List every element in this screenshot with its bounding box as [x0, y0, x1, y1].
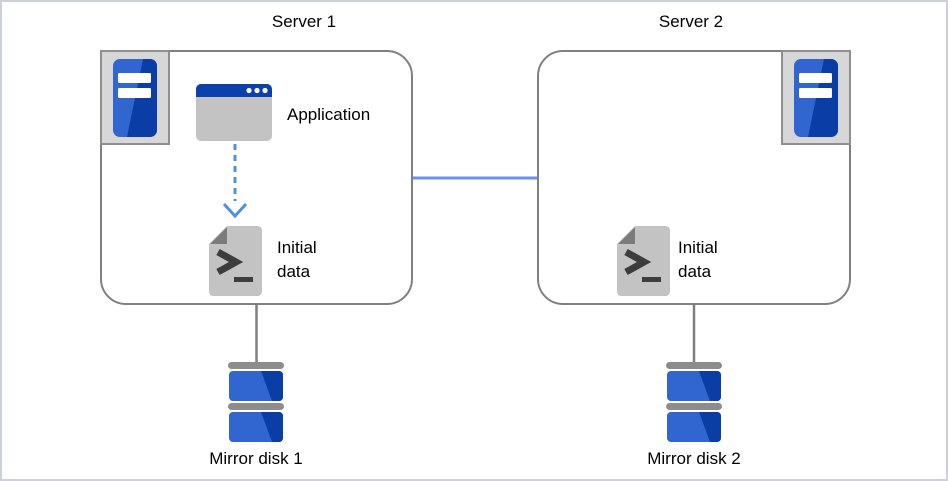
mirror-disk1-label: Mirror disk 1	[209, 449, 303, 468]
server1-icon-badge	[100, 50, 170, 145]
initial-data-icon-server1	[209, 226, 262, 296]
mirror-disk2-label: Mirror disk 2	[647, 449, 741, 468]
initial-data-icon-server2	[617, 226, 670, 296]
server2-icon-badge	[781, 50, 851, 145]
application-window-icon	[196, 84, 272, 141]
server-tower-icon	[113, 58, 157, 137]
initial-data-label-server2: Initial data	[678, 238, 718, 281]
server2-title: Server 2	[658, 12, 724, 31]
server-tower-icon	[794, 58, 838, 137]
initial-data-label-server1: Initial data	[277, 238, 317, 281]
mirror-disk-icon-1	[228, 362, 284, 442]
server1-title: Server 1	[271, 12, 337, 31]
application-label: Application	[287, 105, 371, 124]
mirror-disk-icon-2	[666, 362, 722, 442]
